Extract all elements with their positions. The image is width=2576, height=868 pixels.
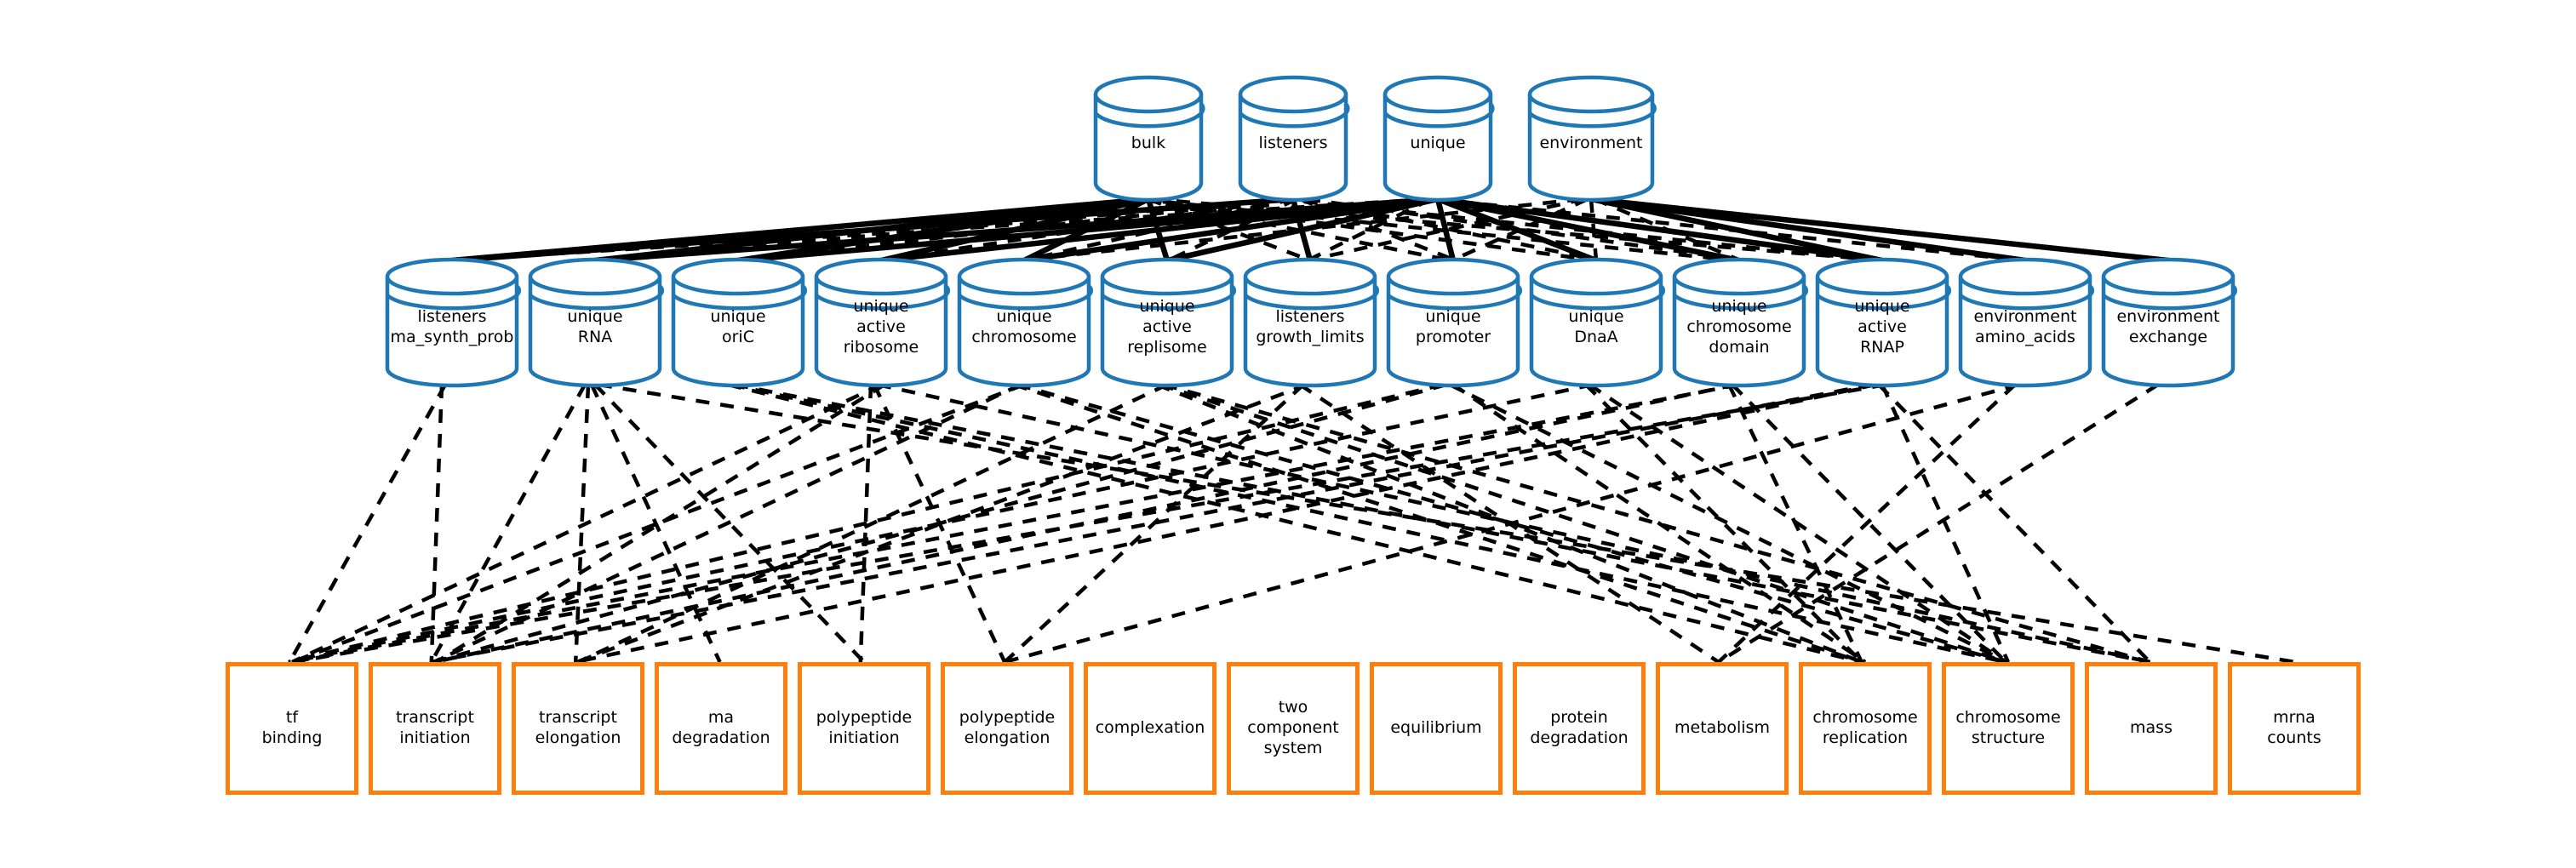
store-mid-unique_active_replisome[interactable]: unique active replisome [1100,257,1237,388]
process-ma_degradation[interactable]: ma degradation [655,662,787,795]
process-label: polypeptide elongation [959,708,1056,747]
store-mid-listeners_growth_limits[interactable]: listeners growth_limits [1243,257,1380,388]
process-label: ma degradation [672,708,770,747]
cylinder-shape [671,257,808,388]
process-label: transcript elongation [535,708,621,747]
process-label: mrna counts [2267,708,2321,747]
cylinder-shape [528,257,665,388]
process-label: transcript initiation [396,708,474,747]
store-top-listeners[interactable]: listeners [1238,75,1350,203]
store-mid-unique_chromosome_domain[interactable]: unique chromosome domain [1672,257,1809,388]
process-mrna_counts[interactable]: mrna counts [2228,662,2361,795]
store-mid-listeners_ma_synth_prob[interactable]: listeners ma_synth_prob [385,257,522,388]
process-polypeptide_elongation[interactable]: polypeptide elongation [941,662,1073,795]
process-mass[interactable]: mass [2085,662,2218,795]
process-label: protein degradation [1530,708,1629,747]
process-chromosome_replication[interactable]: chromosome replication [1799,662,1932,795]
store-mid-environment_exchange[interactable]: environment exchange [2101,257,2238,388]
store-top-unique[interactable]: unique [1382,75,1495,203]
cylinder-shape [1238,75,1350,203]
cylinder-shape [1243,257,1380,388]
process-tf_binding[interactable]: tf binding [226,662,358,795]
store-mid-unique_dnaa[interactable]: unique DnaA [1529,257,1666,388]
process-label: tf binding [261,708,323,747]
process-label: complexation [1095,718,1205,738]
process-protein_degradation[interactable]: protein degradation [1513,662,1646,795]
store-mid-unique_rna[interactable]: unique RNA [528,257,665,388]
process-label: equilibrium [1390,718,1482,738]
cylinder-shape [385,257,522,388]
cylinder-shape [814,257,951,388]
cylinder-shape [1093,75,1205,203]
process-transcript_initiation[interactable]: transcript initiation [369,662,501,795]
process-label: chromosome structure [1955,708,2061,747]
store-mid-unique_active_ribosome[interactable]: unique active ribosome [814,257,951,388]
cylinder-shape [1100,257,1237,388]
process-label: mass [2130,718,2172,738]
process-two_component_system[interactable]: two component system [1227,662,1360,795]
process-polypeptide_initiation[interactable]: polypeptide initiation [798,662,930,795]
store-mid-unique_oric[interactable]: unique oriC [671,257,808,388]
process-metabolism[interactable]: metabolism [1656,662,1789,795]
store-mid-unique_active_rnap[interactable]: unique active RNAP [1815,257,1952,388]
process-label: two component system [1247,698,1339,757]
cylinder-shape [1527,75,1657,203]
process-label: chromosome replication [1812,708,1918,747]
cylinder-shape [1958,257,2095,388]
store-top-bulk[interactable]: bulk [1093,75,1205,203]
cylinder-shape [957,257,1094,388]
process-complexation[interactable]: complexation [1084,662,1216,795]
process-equilibrium[interactable]: equilibrium [1370,662,1503,795]
cylinder-shape [1386,257,1523,388]
cylinder-shape [1382,75,1495,203]
store-mid-unique_chromosome[interactable]: unique chromosome [957,257,1094,388]
process-transcript_elongation[interactable]: transcript elongation [512,662,644,795]
store-top-environment[interactable]: environment [1527,75,1657,203]
cylinder-shape [2101,257,2238,388]
store-mid-unique_promoter[interactable]: unique promoter [1386,257,1523,388]
cylinder-shape [1529,257,1666,388]
cylinder-shape [1815,257,1952,388]
process-label: polypeptide initiation [816,708,913,747]
process-chromosome_structure[interactable]: chromosome structure [1942,662,2075,795]
process-label: metabolism [1674,718,1770,738]
store-mid-environment_amino_acids[interactable]: environment amino_acids [1958,257,2095,388]
cylinder-shape [1672,257,1809,388]
